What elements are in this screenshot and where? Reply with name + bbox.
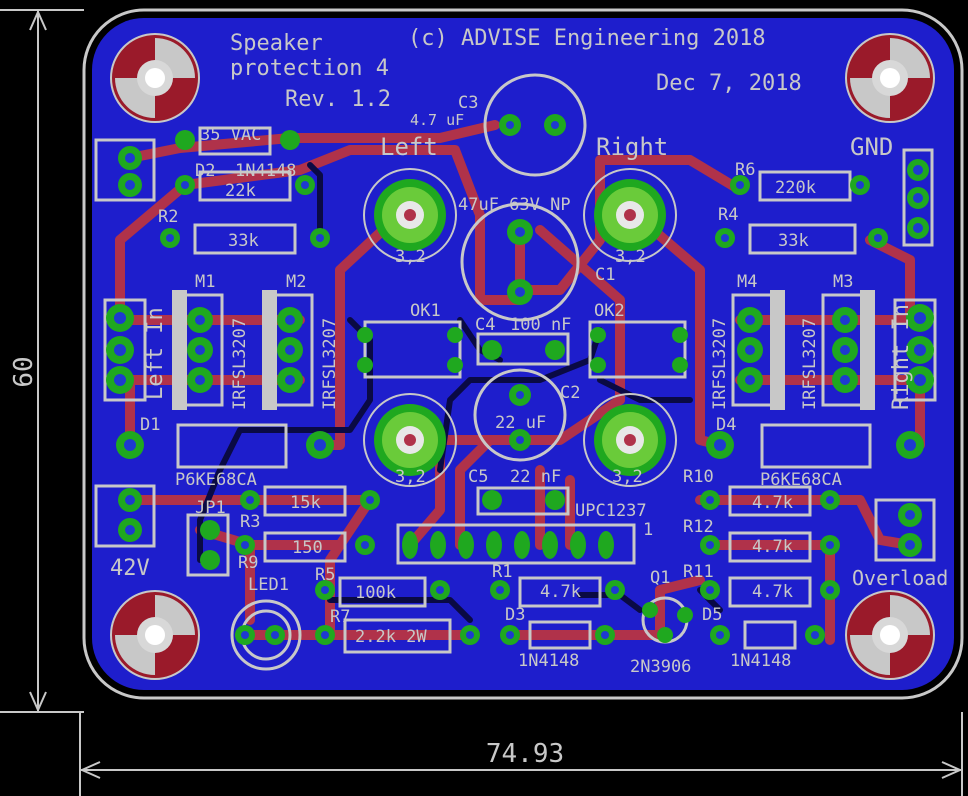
jp1-label: JP1 [195,498,226,518]
m3-label: M3 [833,272,853,292]
r12-label: R12 [683,517,714,537]
title-line2: protection 4 [230,56,389,81]
c4-label: C4 [475,315,495,335]
revision: Rev. 1.2 [285,87,391,112]
d4-label: D4 [716,415,736,435]
r11-label: R11 [683,562,714,582]
pads [106,114,934,645]
r11-value: 4.7k [752,582,793,602]
silkscreen-text: Speaker protection 4 Rev. 1.2 (c) ADVISE… [110,26,948,677]
d5-value: 1N4148 [730,651,791,671]
r5-label: R5 [315,565,335,585]
capacitor-outlines [460,73,587,516]
overload-label: Overload [852,566,948,590]
speaker-terminals [363,168,677,487]
d1-value: P6KE68CA [175,470,257,490]
r9-label: R9 [238,553,258,573]
board-outline [82,8,964,700]
connectors [94,138,937,577]
ok1-label: OK1 [410,301,441,321]
misc-top-label: 35 VAC [200,125,261,145]
d1-label: D1 [140,415,160,435]
r4-value: 33k [778,231,809,251]
c3-value: 4.7 uF [410,111,464,129]
r4-label: R4 [718,205,738,225]
m3-value: IRFSL3207 [800,318,820,410]
c5-label: C5 [468,467,488,487]
dimension-lines [0,9,963,796]
mosfet-outlines [172,290,875,410]
v42-label: 42V [110,556,150,581]
r6-value: 220k [775,178,816,198]
m4-value: IRFSL3207 [710,318,730,410]
q1-value: 2N3906 [630,657,691,677]
left-in-label: Left In [143,307,168,400]
d4-value: P6KE68CA [760,470,842,490]
c1-value: 47uF 63V NP [458,195,571,215]
ic-pin1: 1 [643,520,653,540]
r2-label: R2 [158,207,178,227]
r7-label: R7 [330,607,350,627]
d2-label: D2 [195,161,215,181]
copyright: (c) ADVISE Engineering 2018 [408,26,766,51]
c1-label: C1 [595,265,615,285]
r10-label: R10 [683,467,714,487]
dimension-height: 60 [9,356,39,387]
right-in-label: Right In [889,304,914,410]
r5-value: 100k [355,583,396,603]
d3-label: D3 [505,605,525,625]
gnd-label: GND [850,133,893,161]
d3-value: 1N4148 [518,651,579,671]
m1-label: M1 [195,272,215,292]
spk-value-3: 3,2 [395,467,426,487]
d2-value: 1N4148 [235,161,296,181]
d5-label: D5 [702,605,722,625]
r1-label: R1 [492,562,512,582]
r10-value: 4.7k [752,493,793,513]
ic-label: UPC1237 [575,501,647,521]
r9-value: 150 [292,538,323,558]
title-line1: Speaker [230,31,323,56]
resistor-bodies [176,126,872,654]
dimension-width: 74.93 [486,739,564,769]
bottom-traces [197,162,723,623]
c5-value: 22 nF [510,467,561,487]
spk-value-1: 3,2 [395,247,426,267]
m2-value: IRFSL3207 [320,318,340,410]
r1-value: 4.7k [540,582,581,602]
c2-value: 22 uF [495,413,546,433]
spk-value-4: 3,2 [612,467,643,487]
r7-value: 2.2k 2W [355,627,427,647]
c4-value: 100 nF [510,315,571,335]
c2-label: C2 [560,383,580,403]
m4-label: M4 [737,272,757,292]
r3-value: 15k [290,493,321,513]
c3-label: C3 [458,93,478,113]
r6-label: R6 [735,160,755,180]
r3-label: R3 [240,512,260,532]
spk-value-2: 3,2 [615,247,646,267]
ok2-label: OK2 [594,301,625,321]
m2-label: M2 [286,272,306,292]
date: Dec 7, 2018 [656,71,802,96]
led1-label: LED1 [248,575,289,595]
right-label: Right [596,133,668,161]
m1-value: IRFSL3207 [230,318,250,410]
mounting-holes [110,33,935,680]
left-label: Left [380,133,438,161]
q1-label: Q1 [650,568,670,588]
r8-value: 22k [225,181,256,201]
r2-value: 33k [228,231,259,251]
r12-value: 4.7k [752,537,793,557]
